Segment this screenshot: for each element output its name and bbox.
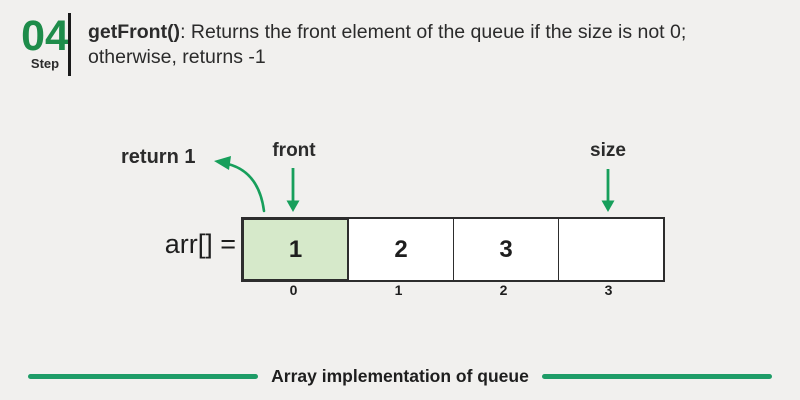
array-index-row: 0 1 2 3 (241, 282, 661, 298)
array-variable-label: arr[] = (164, 229, 236, 259)
size-pointer-label: size (590, 140, 626, 161)
footer: Array implementation of queue (28, 366, 772, 387)
return-value-annotation: return 1 (121, 146, 196, 168)
footer-right-line (541, 374, 772, 379)
step-label: Step (30, 56, 60, 71)
footer-left-line (28, 374, 259, 379)
array-index-0: 0 (289, 282, 298, 298)
front-pointer-arrow (286, 168, 300, 212)
footer-caption: Array implementation of queue (271, 366, 529, 386)
array-index-2: 2 (499, 282, 508, 298)
array-cell-3 (558, 219, 663, 280)
header-divider (68, 13, 71, 76)
array-cell-2: 3 (453, 219, 558, 280)
array-cell-0: 1 (243, 219, 348, 280)
array-index-1: 1 (394, 282, 403, 298)
front-pointer-label: front (272, 140, 316, 161)
size-pointer-arrow (601, 169, 615, 212)
description-line1: : Returns the front element of the queue… (180, 21, 687, 43)
array-cell-1: 2 (348, 219, 453, 280)
description-line2: otherwise, returns -1 (88, 46, 266, 68)
step-description: getFront(): Returns the front element of… (88, 20, 788, 70)
step-badge: 04 Step (16, 12, 74, 72)
method-name: getFront() (88, 21, 181, 43)
step-number: 04 (21, 12, 69, 60)
queue-array: 1 2 3 (241, 217, 665, 282)
array-index-3: 3 (604, 282, 613, 298)
return-curved-arrow (214, 156, 266, 213)
